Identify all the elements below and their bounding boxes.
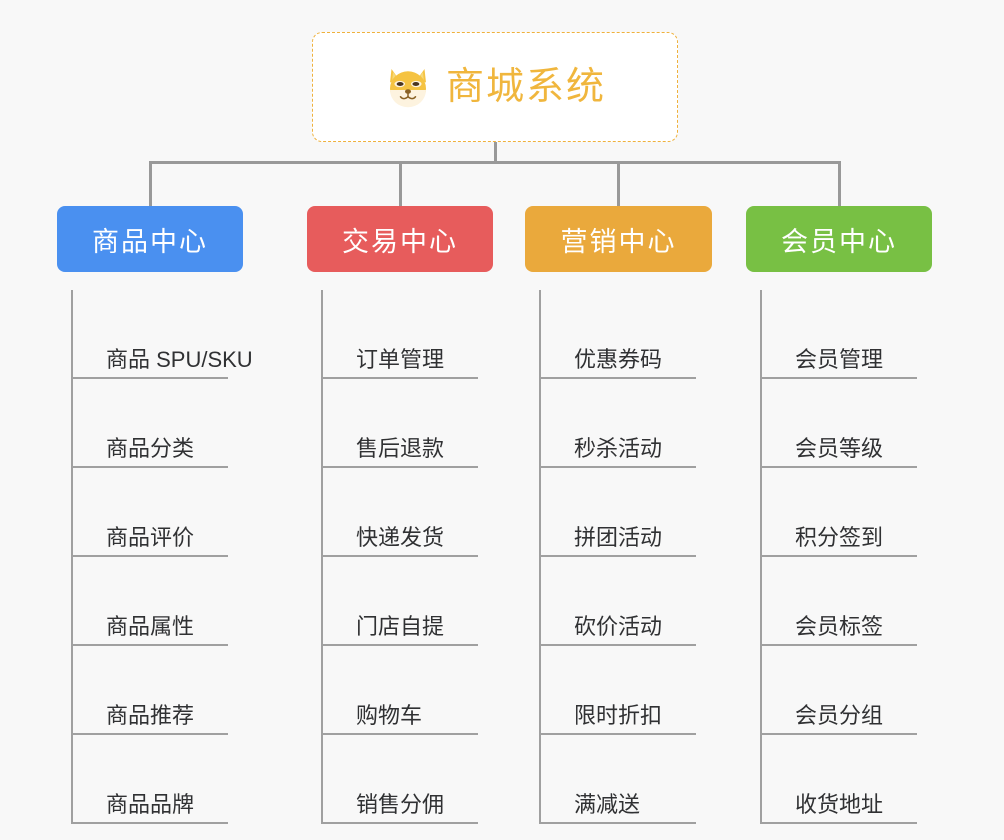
category-header-marketing[interactable]: 营销中心 bbox=[525, 206, 712, 272]
list-item-label: 限时折扣 bbox=[574, 703, 663, 728]
list-item-label: 会员分组 bbox=[795, 703, 884, 728]
list-item-label: 砍价活动 bbox=[574, 614, 663, 639]
root-node-mall-system[interactable]: 商城系统 bbox=[312, 32, 678, 142]
list-item[interactable]: 限时折扣 bbox=[541, 646, 696, 735]
list-item[interactable]: 售后退款 bbox=[323, 379, 478, 468]
list-item-label: 快递发货 bbox=[356, 525, 445, 550]
list-item[interactable]: 销售分佣 bbox=[323, 735, 478, 824]
list-item-label: 拼团活动 bbox=[574, 525, 663, 550]
list-item-label: 商品 SPU/SKU bbox=[106, 347, 253, 372]
list-item[interactable]: 商品品牌 bbox=[73, 735, 228, 824]
category-label: 商品中心 bbox=[92, 226, 208, 257]
category-column-marketing: 营销中心 优惠券码 秒杀活动 拼团活动 砍价活动 限时折扣 满减送 bbox=[525, 206, 745, 824]
list-item[interactable]: 砍价活动 bbox=[541, 557, 696, 646]
list-item-label: 满减送 bbox=[574, 792, 641, 817]
list-item-label: 销售分佣 bbox=[356, 792, 445, 817]
list-item[interactable]: 会员分组 bbox=[762, 646, 917, 735]
list-item[interactable]: 积分签到 bbox=[762, 468, 917, 557]
shiba-dog-icon bbox=[384, 63, 432, 111]
category-header-trade[interactable]: 交易中心 bbox=[307, 206, 493, 272]
list-item-label: 订单管理 bbox=[356, 347, 445, 372]
category-column-trade: 交易中心 订单管理 售后退款 快递发货 门店自提 购物车 销售分佣 bbox=[307, 206, 527, 824]
child-list-trade: 订单管理 售后退款 快递发货 门店自提 购物车 销售分佣 bbox=[321, 290, 527, 824]
list-item[interactable]: 商品 SPU/SKU bbox=[73, 290, 253, 379]
list-item-label: 积分签到 bbox=[795, 525, 884, 550]
list-item-label: 会员管理 bbox=[795, 347, 884, 372]
list-item[interactable]: 商品分类 bbox=[73, 379, 228, 468]
category-label: 会员中心 bbox=[781, 226, 897, 257]
list-item[interactable]: 收货地址 bbox=[762, 735, 917, 824]
category-header-product[interactable]: 商品中心 bbox=[57, 206, 243, 272]
list-item-label: 商品品牌 bbox=[106, 792, 195, 817]
list-item-label: 会员标签 bbox=[795, 614, 884, 639]
list-item-label: 商品属性 bbox=[106, 614, 195, 639]
connector-drop-marketing bbox=[617, 161, 620, 206]
category-label: 交易中心 bbox=[342, 226, 458, 257]
list-item[interactable]: 优惠券码 bbox=[541, 290, 696, 379]
list-item-label: 优惠券码 bbox=[574, 347, 663, 372]
list-item[interactable]: 会员管理 bbox=[762, 290, 917, 379]
list-item-label: 商品推荐 bbox=[106, 703, 195, 728]
category-column-product: 商品中心 商品 SPU/SKU 商品分类 商品评价 商品属性 商品推荐 商品品牌 bbox=[57, 206, 277, 824]
list-item[interactable]: 订单管理 bbox=[323, 290, 478, 379]
list-item-label: 售后退款 bbox=[356, 436, 445, 461]
child-list-marketing: 优惠券码 秒杀活动 拼团活动 砍价活动 限时折扣 满减送 bbox=[539, 290, 745, 824]
list-item[interactable]: 购物车 bbox=[323, 646, 478, 735]
list-item-label: 收货地址 bbox=[795, 792, 884, 817]
connector-drop-product bbox=[149, 161, 152, 206]
list-item-label: 秒杀活动 bbox=[574, 436, 663, 461]
list-item[interactable]: 门店自提 bbox=[323, 557, 478, 646]
child-list-member: 会员管理 会员等级 积分签到 会员标签 会员分组 收货地址 bbox=[760, 290, 966, 824]
list-item[interactable]: 会员等级 bbox=[762, 379, 917, 468]
list-item-label: 门店自提 bbox=[356, 614, 445, 639]
list-item[interactable]: 会员标签 bbox=[762, 557, 917, 646]
list-item[interactable]: 秒杀活动 bbox=[541, 379, 696, 468]
list-item[interactable]: 快递发货 bbox=[323, 468, 478, 557]
list-item[interactable]: 商品属性 bbox=[73, 557, 228, 646]
list-item-label: 会员等级 bbox=[795, 436, 884, 461]
list-item[interactable]: 拼团活动 bbox=[541, 468, 696, 557]
list-item-label: 购物车 bbox=[356, 703, 423, 728]
connector-root-stem bbox=[494, 142, 497, 163]
connector-drop-trade bbox=[399, 161, 402, 206]
category-column-member: 会员中心 会员管理 会员等级 积分签到 会员标签 会员分组 收货地址 bbox=[746, 206, 966, 824]
category-header-member[interactable]: 会员中心 bbox=[746, 206, 932, 272]
list-item[interactable]: 满减送 bbox=[541, 735, 696, 824]
list-item[interactable]: 商品推荐 bbox=[73, 646, 228, 735]
list-item-label: 商品评价 bbox=[106, 525, 195, 550]
list-item-label: 商品分类 bbox=[106, 436, 195, 461]
connector-drop-member bbox=[838, 161, 841, 206]
list-item[interactable]: 商品评价 bbox=[73, 468, 228, 557]
root-title: 商城系统 bbox=[445, 66, 606, 108]
child-list-product: 商品 SPU/SKU 商品分类 商品评价 商品属性 商品推荐 商品品牌 bbox=[71, 290, 277, 824]
connector-horizontal-bus bbox=[149, 161, 841, 164]
category-label: 营销中心 bbox=[560, 226, 677, 257]
